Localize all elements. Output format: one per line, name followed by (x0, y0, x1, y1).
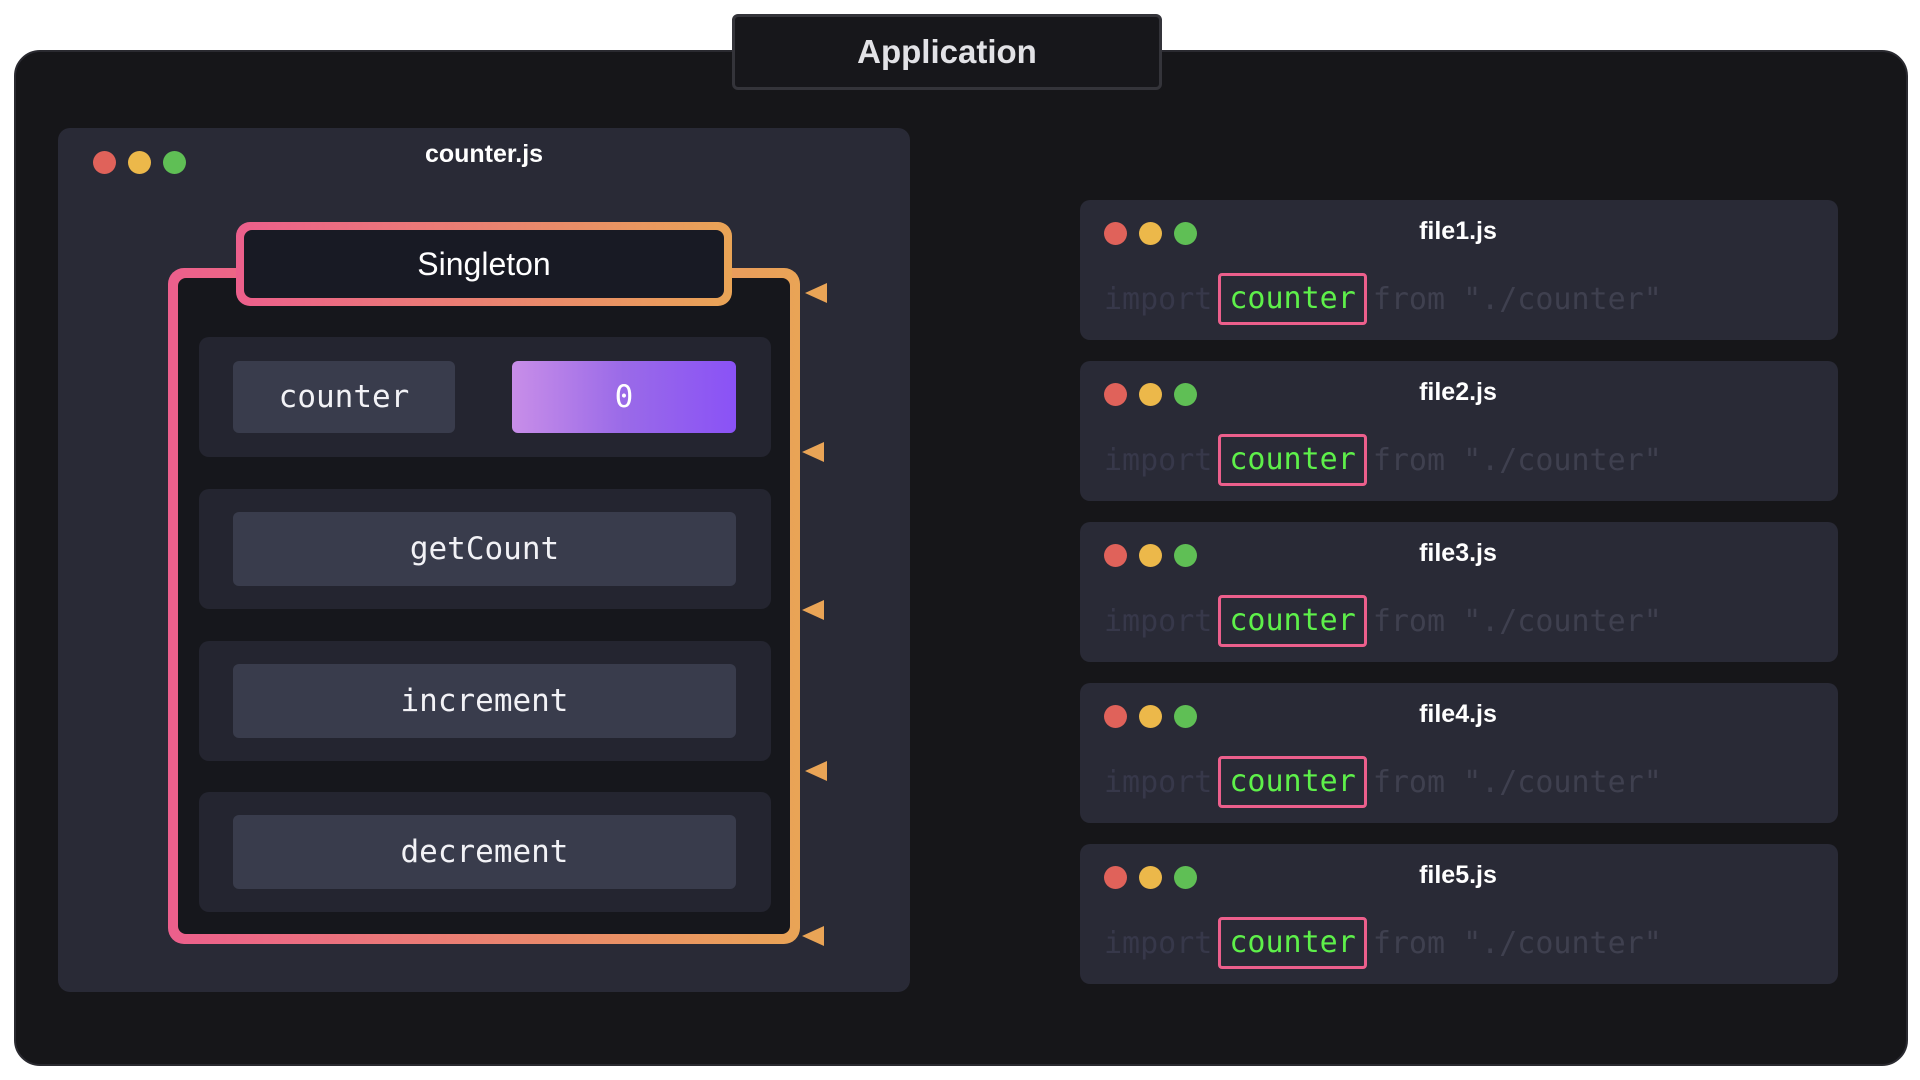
import-source: from "./counter" (1372, 925, 1662, 961)
decrement-method-box: decrement (233, 815, 736, 889)
minimize-dot-icon (1139, 222, 1162, 245)
file3-title: file3.js (1419, 539, 1497, 567)
import-source: from "./counter" (1372, 764, 1662, 800)
imported-counter-identifier: counter (1218, 595, 1367, 647)
imported-counter-identifier: counter (1218, 917, 1367, 969)
file1-title: file1.js (1419, 217, 1497, 245)
import-source: from "./counter" (1372, 442, 1662, 478)
maximize-dot-icon (163, 151, 186, 174)
minimize-dot-icon (1139, 544, 1162, 567)
file2-window: file2.js import counter from "./counter" (1080, 361, 1838, 501)
close-dot-icon (1104, 705, 1127, 728)
file1-window-controls (1104, 222, 1197, 245)
close-dot-icon (1104, 383, 1127, 406)
close-dot-icon (1104, 866, 1127, 889)
singleton-tab: Singleton (236, 222, 732, 306)
imported-counter-identifier: counter (1218, 756, 1367, 808)
import-keyword: import (1104, 442, 1213, 478)
imported-counter-identifier: counter (1218, 273, 1367, 325)
maximize-dot-icon (1174, 222, 1197, 245)
application-title: Application (732, 14, 1162, 90)
minimize-dot-icon (1139, 383, 1162, 406)
file3-import-statement: import counter from "./counter" (1104, 594, 1662, 648)
file4-window: file4.js import counter from "./counter" (1080, 683, 1838, 823)
counter-window-title: counter.js (424, 140, 544, 168)
minimize-dot-icon (128, 151, 151, 174)
file2-window-controls (1104, 383, 1197, 406)
file4-window-controls (1104, 705, 1197, 728)
file5-window-controls (1104, 866, 1197, 889)
arrow-file2 (802, 442, 1222, 462)
file5-import-statement: import counter from "./counter" (1104, 916, 1662, 970)
file1-window: file1.js import counter from "./counter" (1080, 200, 1838, 340)
arrow-file3 (802, 600, 1224, 620)
close-dot-icon (1104, 544, 1127, 567)
increment-method-box: increment (233, 664, 736, 738)
close-dot-icon (93, 151, 116, 174)
maximize-dot-icon (1174, 383, 1197, 406)
file2-import-statement: import counter from "./counter" (1104, 433, 1662, 487)
file2-title: file2.js (1419, 378, 1497, 406)
file3-window: file3.js import counter from "./counter" (1080, 522, 1838, 662)
import-source: from "./counter" (1372, 281, 1662, 317)
file5-window: file5.js import counter from "./counter" (1080, 844, 1838, 984)
file4-title: file4.js (1419, 700, 1497, 728)
import-keyword: import (1104, 281, 1213, 317)
singleton-label: Singleton (244, 230, 724, 298)
minimize-dot-icon (1139, 705, 1162, 728)
maximize-dot-icon (1174, 866, 1197, 889)
file5-title: file5.js (1419, 861, 1497, 889)
minimize-dot-icon (1139, 866, 1162, 889)
close-dot-icon (1104, 222, 1127, 245)
counter-window-controls (93, 151, 186, 174)
counter-name-box: counter (233, 361, 455, 433)
arrow-file4 (805, 761, 1224, 781)
arrow-file1 (805, 283, 1224, 303)
getcount-method-box: getCount (233, 512, 736, 586)
maximize-dot-icon (1174, 544, 1197, 567)
import-keyword: import (1104, 925, 1213, 961)
counter-value-box: 0 (512, 361, 736, 433)
import-source: from "./counter" (1372, 603, 1662, 639)
file1-import-statement: import counter from "./counter" (1104, 272, 1662, 326)
arrow-file5 (802, 926, 1224, 946)
imported-counter-identifier: counter (1218, 434, 1367, 486)
file3-window-controls (1104, 544, 1197, 567)
maximize-dot-icon (1174, 705, 1197, 728)
